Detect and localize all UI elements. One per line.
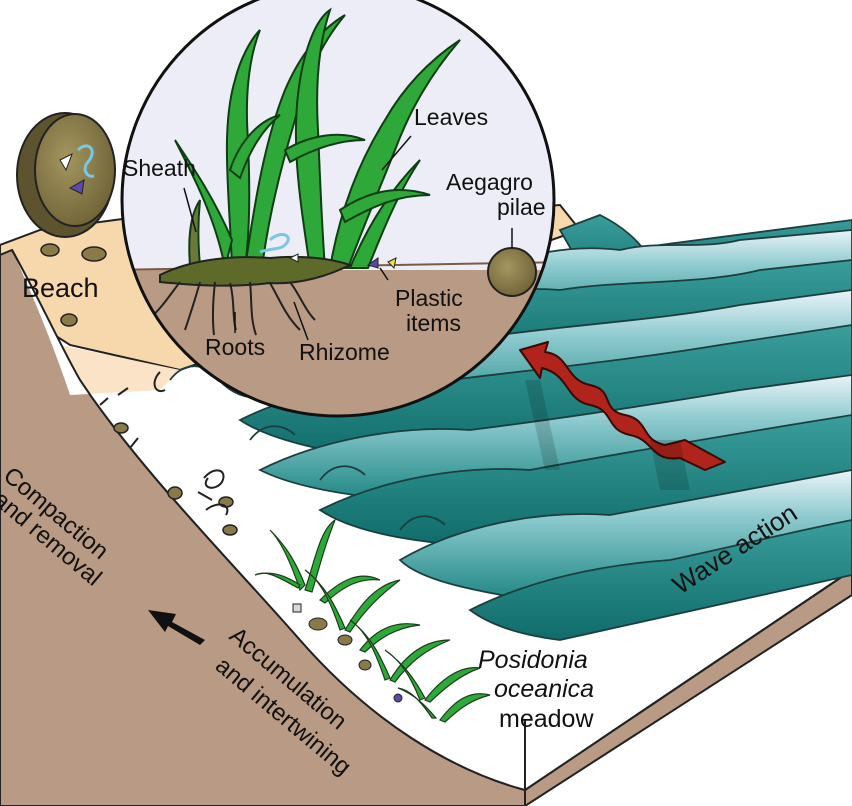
wave-action-arrow xyxy=(519,341,726,471)
motion-marks xyxy=(99,371,229,516)
magnified-inset xyxy=(120,0,556,418)
label-beach: Beach xyxy=(22,273,99,303)
aegagropila-section xyxy=(16,112,116,238)
label-pilae: pilae xyxy=(497,194,546,220)
movement-arrow xyxy=(148,610,205,645)
slope-face xyxy=(12,250,600,790)
label-meadow: meadow xyxy=(499,705,594,733)
beach-aegagropilae xyxy=(40,243,238,536)
meadow-debris xyxy=(292,603,403,703)
label-aegagro: Aegagro xyxy=(446,169,533,195)
label-posidonia: Posidonia xyxy=(478,646,588,674)
label-items: items xyxy=(406,310,461,336)
label-sheath: Sheath xyxy=(123,155,196,181)
label-rhizome: Rhizome xyxy=(299,339,390,365)
label-leaves: Leaves xyxy=(414,104,488,130)
label-plastic: Plastic xyxy=(395,285,463,311)
posidonia-meadow xyxy=(254,518,491,723)
rhizome-mass xyxy=(159,255,353,287)
label-oceanica: oceanica xyxy=(494,675,594,703)
label-roots: Roots xyxy=(205,334,265,360)
